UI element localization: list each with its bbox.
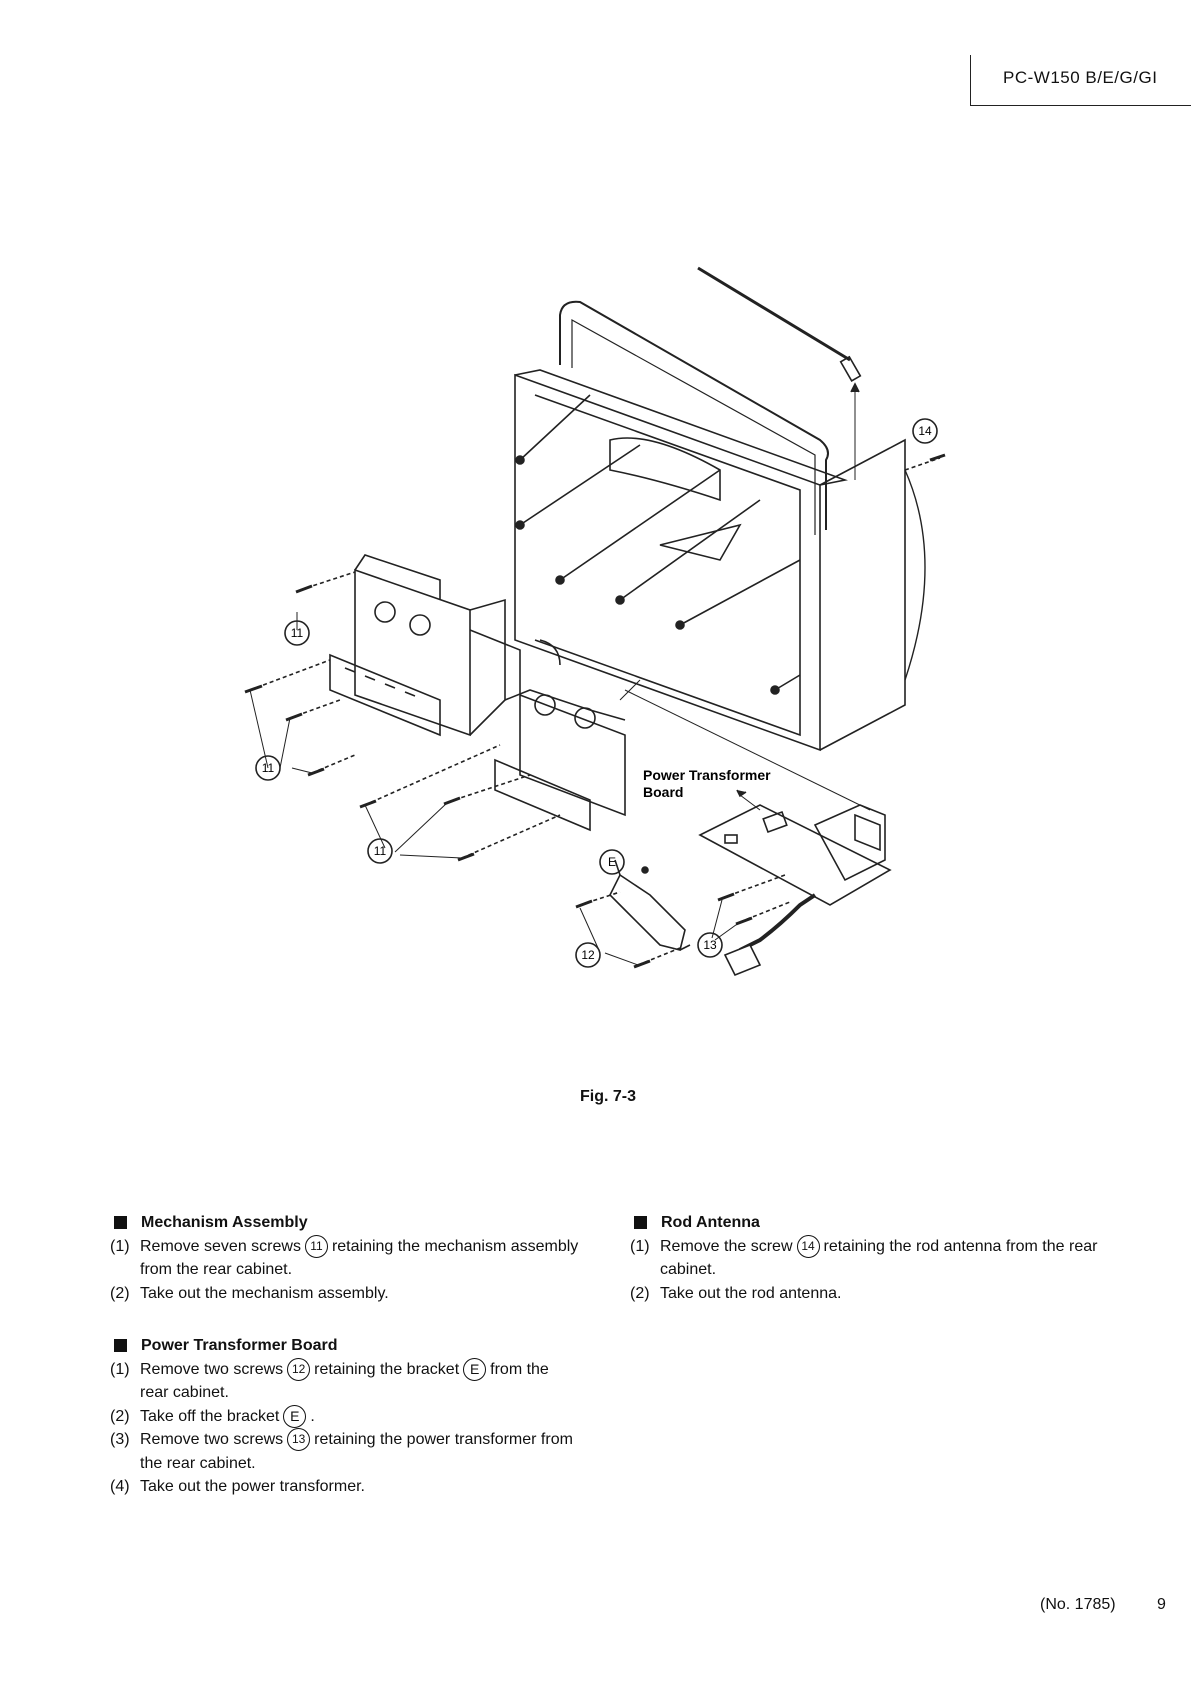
- section-mechanism-assembly: Mechanism Assembly (1) Remove seven screw…: [110, 1211, 580, 1305]
- step-text-part: Remove the screw: [660, 1237, 793, 1255]
- step-number: (1): [630, 1237, 650, 1255]
- document-number: (No. 1785): [1040, 1596, 1116, 1613]
- bullet-square-icon: [634, 1216, 647, 1230]
- page-number: 9: [1157, 1596, 1166, 1613]
- title-text: Mechanism Assembly: [141, 1214, 308, 1231]
- bracket: [609, 873, 686, 951]
- circled-13-icon: 13: [287, 1428, 311, 1452]
- board-label-line1: Power Transformer: [643, 767, 771, 783]
- rod-antenna: [697, 266, 851, 362]
- label-12: 12: [581, 948, 595, 962]
- circled-14-icon: 14: [796, 1234, 820, 1258]
- label-11-c: 11: [374, 844, 387, 858]
- label-e: E: [608, 855, 616, 869]
- step-number: (2): [110, 1284, 130, 1302]
- step-text-part: Remove two screws: [140, 1360, 284, 1378]
- step-text-part: Remove seven screws: [140, 1237, 301, 1255]
- section-title: Rod Antenna: [630, 1211, 1110, 1235]
- step-number: (1): [110, 1360, 130, 1378]
- circled-e-icon: E: [283, 1404, 307, 1428]
- circled-11-icon: 11: [304, 1234, 328, 1258]
- step: (2) Take out the mechanism assembly.: [110, 1282, 580, 1306]
- model-number: PC-W150 B/E/G/GI: [1003, 68, 1158, 87]
- bullet-square-icon: [114, 1216, 127, 1230]
- step-number: (1): [110, 1237, 130, 1255]
- step: (4) Take out the power transformer.: [110, 1475, 580, 1499]
- section-title: Power Transformer Board: [110, 1334, 580, 1358]
- circled-e-icon: E: [463, 1357, 487, 1381]
- step-text-part: from the rear cabinet.: [140, 1360, 549, 1402]
- section-power-transformer-board: Power Transformer Board (1) Remove two sc…: [110, 1334, 580, 1499]
- figure-caption: Fig. 7-3: [580, 1088, 637, 1105]
- step-text-part: retaining the mechanism assembly from th…: [140, 1237, 579, 1279]
- step-text-part: .: [310, 1407, 315, 1425]
- step-number: (2): [630, 1284, 650, 1302]
- step-text-part: Take off the bracket: [140, 1407, 280, 1425]
- label-13: 13: [703, 938, 717, 952]
- step: (2) Take out the rod antenna.: [630, 1282, 1110, 1306]
- handle: [559, 300, 829, 530]
- step-text: Take out the power transformer.: [140, 1478, 365, 1495]
- title-text: Power Transformer Board: [141, 1337, 338, 1354]
- title-text: Rod Antenna: [661, 1214, 760, 1231]
- step-number: (3): [110, 1431, 130, 1448]
- step-text-part: retaining the rod antenna from the rear …: [660, 1237, 1098, 1279]
- circled-12-icon: 12: [287, 1357, 311, 1381]
- header-box: [970, 55, 1191, 106]
- step-text-part: Remove two screws: [140, 1431, 284, 1448]
- bullet-square-icon: [114, 1339, 127, 1353]
- section-title: Mechanism Assembly: [110, 1211, 580, 1235]
- step-text: Take out the mechanism assembly.: [140, 1284, 389, 1302]
- step-text-part: retaining the bracket: [314, 1360, 460, 1378]
- exploded-diagram: 11 11 11 12 13 14 E Power Transformer Bo…: [244, 266, 946, 977]
- label-11-b: 11: [262, 761, 275, 775]
- step-number: (4): [110, 1478, 130, 1495]
- label-11-a: 11: [291, 626, 304, 640]
- mechanism-assembly: [354, 568, 471, 737]
- power-transformer-board: [698, 804, 892, 906]
- label-14: 14: [918, 424, 932, 438]
- board-label-line2: Board: [643, 784, 683, 800]
- step-text: Take out the rod antenna.: [660, 1284, 842, 1302]
- step-text-part: retaining the power transformer from the…: [140, 1431, 573, 1472]
- step-number: (2): [110, 1407, 130, 1425]
